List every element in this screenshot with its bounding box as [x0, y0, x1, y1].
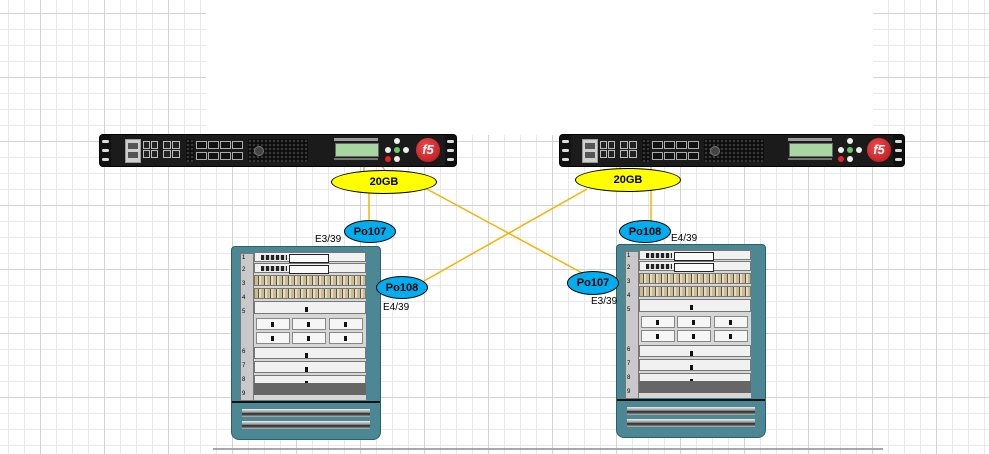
sfp-port-bank-icon	[652, 141, 699, 160]
rack-ear-left	[100, 135, 111, 166]
io-module-3	[254, 275, 366, 286]
fabric-module	[292, 332, 326, 344]
fabric-module	[641, 330, 675, 342]
line-card-5	[639, 299, 751, 312]
vent-icon	[642, 139, 650, 162]
slot-number-rail: 1 2 3 4 5 6 7 8 9	[625, 251, 639, 399]
line-card-7	[639, 359, 751, 371]
f5-appliance-right[interactable]: f5	[560, 135, 904, 166]
copper-ports-icon	[143, 141, 158, 158]
interface-label: E3/39	[315, 234, 342, 245]
rack-ear-right	[445, 135, 456, 166]
serial-label	[788, 158, 832, 160]
rack-ear-left	[560, 135, 571, 166]
lcd-display	[789, 143, 833, 157]
f5-appliance-left[interactable]: f5	[100, 135, 456, 166]
vent-icon	[186, 139, 194, 162]
line-card-area	[254, 252, 366, 400]
lcd-display	[335, 143, 379, 157]
chassis-switch-right[interactable]: 1 2 3 4 5 6 7 8 9	[616, 244, 766, 438]
fabric-module	[677, 316, 711, 328]
management-port-icon	[582, 139, 598, 163]
chassis-base	[232, 401, 380, 403]
slot-number-rail: 1 2 3 4 5 6 7 8 9	[240, 253, 254, 401]
copper-ports-icon	[600, 141, 615, 158]
interface-label: E4/39	[383, 302, 410, 313]
fabric-module	[329, 332, 363, 344]
fabric-module	[714, 316, 748, 328]
page-area	[206, 0, 873, 135]
port-channel-po108-right[interactable]: Po108	[619, 220, 671, 243]
line-card-6	[639, 345, 751, 357]
bandwidth-label-left[interactable]: 20GB	[331, 170, 437, 194]
chassis-vent	[627, 407, 755, 415]
interface-label: E3/39	[591, 296, 618, 307]
supervisor-module-2	[254, 263, 366, 274]
model-label	[788, 138, 832, 141]
f5-logo-icon: f5	[416, 138, 440, 162]
port-channel-po107-right[interactable]: Po107	[567, 271, 619, 295]
line-card-5	[254, 301, 366, 314]
navigation-keypad-icon	[384, 138, 410, 164]
chassis-vent	[242, 409, 370, 417]
port-channel-po107-left[interactable]: Po107	[344, 220, 396, 243]
port-channel-po108-left[interactable]: Po108	[376, 276, 428, 299]
fabric-module	[329, 318, 363, 330]
chassis-base	[617, 399, 765, 401]
io-module-4	[639, 286, 751, 297]
link-bw-right-to-po-left-108[interactable]	[423, 188, 588, 282]
page-bottom-edge	[213, 448, 883, 450]
fan-grille-icon	[704, 139, 764, 162]
io-module-4	[254, 288, 366, 299]
line-card-area	[639, 250, 751, 398]
model-label	[334, 138, 378, 141]
slot-9-bay	[254, 383, 366, 395]
link-bw-left-to-po-right-107[interactable]	[424, 187, 585, 275]
supervisor-module-2	[639, 261, 751, 272]
fan-icon	[710, 146, 720, 156]
interface-label: E4/39	[671, 233, 698, 244]
fabric-module	[714, 330, 748, 342]
rack-ear-right	[893, 135, 904, 166]
chassis-vent	[627, 419, 755, 427]
fan-icon	[254, 146, 264, 156]
fan-grille-icon	[248, 139, 308, 162]
fabric-module	[292, 318, 326, 330]
fabric-module	[256, 332, 290, 344]
navigation-keypad-icon	[837, 138, 863, 164]
fabric-module	[677, 330, 711, 342]
f5-logo-icon: f5	[867, 138, 891, 162]
supervisor-module-1	[254, 252, 366, 263]
slot-9-bay	[639, 381, 751, 393]
bandwidth-label-right[interactable]: 20GB	[575, 168, 681, 192]
serial-label	[334, 158, 378, 160]
fabric-module	[256, 318, 290, 330]
io-module-3	[639, 273, 751, 284]
sfp-ports-icon	[620, 141, 637, 158]
line-card-7	[254, 361, 366, 373]
line-card-6	[254, 347, 366, 359]
sfp-port-bank-icon	[196, 141, 243, 160]
sfp-ports-icon	[163, 141, 180, 158]
chassis-switch-left[interactable]: 1 2 3 4 5 6 7 8 9	[231, 246, 381, 440]
chassis-vent	[242, 421, 370, 429]
fabric-module	[641, 316, 675, 328]
management-port-icon	[125, 139, 141, 163]
supervisor-module-1	[639, 250, 751, 261]
